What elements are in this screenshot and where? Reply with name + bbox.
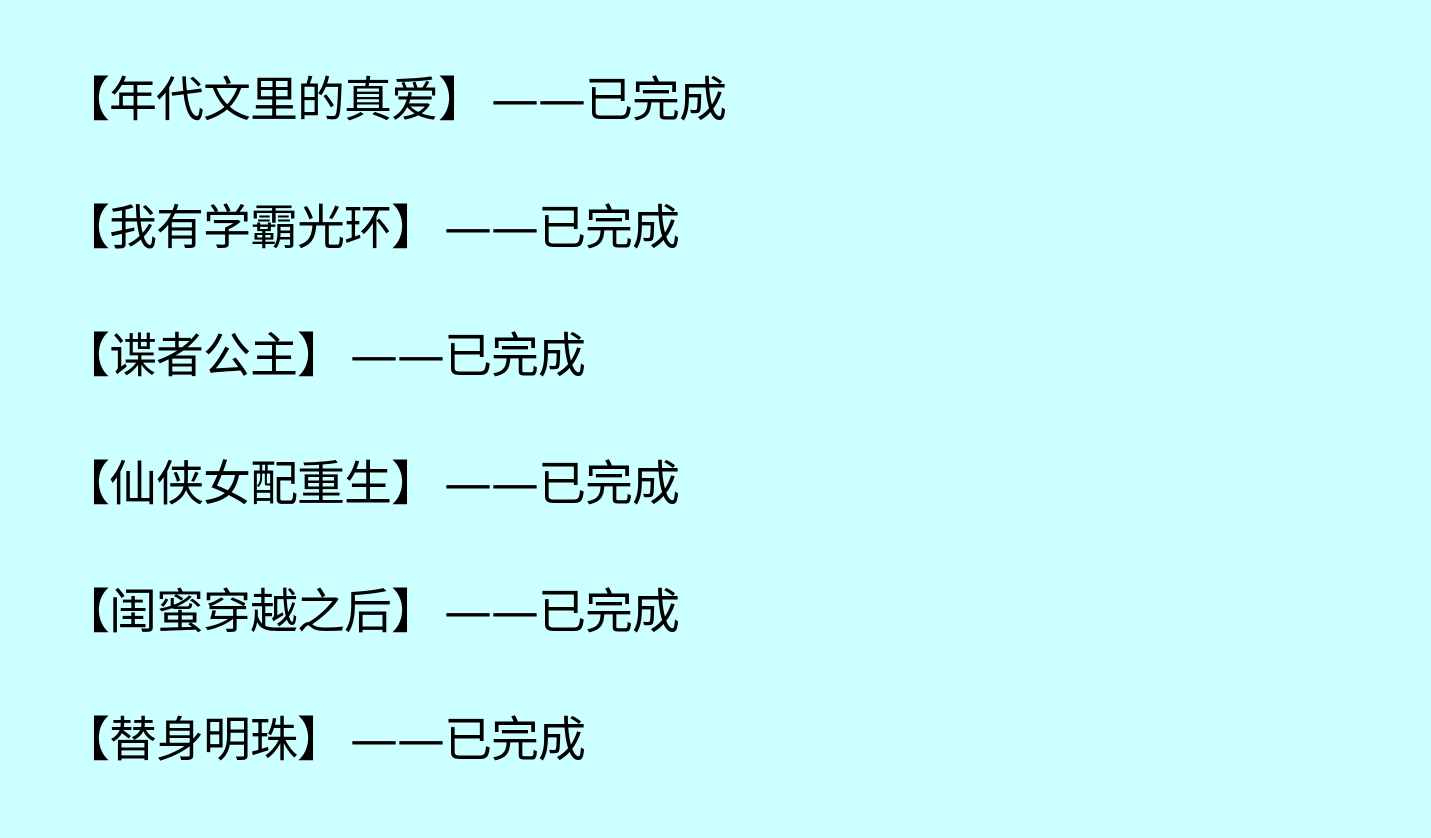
status-text: 已完成 <box>538 456 680 512</box>
list-item: 【我有学霸光环】——已完成 <box>62 198 726 326</box>
list-item: 【谍者公主】——已完成 <box>62 326 726 454</box>
book-title: 年代文里的真爱 <box>109 72 439 128</box>
open-bracket: 【 <box>62 328 110 384</box>
book-status-list: 【年代文里的真爱】——已完成 【我有学霸光环】——已完成 【谍者公主】——已完成… <box>62 70 727 838</box>
close-bracket: 】 <box>391 584 439 640</box>
book-title: 谍者公主 <box>109 328 298 384</box>
open-bracket: 【 <box>62 456 110 512</box>
open-bracket: 【 <box>62 72 110 128</box>
separator: —— <box>350 712 445 768</box>
open-bracket: 【 <box>62 712 110 768</box>
list-item: 【仙侠女配重生】——已完成 <box>62 454 726 582</box>
separator: —— <box>444 584 539 640</box>
status-text: 已完成 <box>538 584 680 640</box>
book-title: 仙侠女配重生 <box>109 456 392 512</box>
book-title: 替身明珠 <box>109 712 298 768</box>
close-bracket: 】 <box>391 200 439 256</box>
book-title: 我有学霸光环 <box>109 200 392 256</box>
status-text: 已完成 <box>444 712 586 768</box>
separator: —— <box>444 200 539 256</box>
list-item: 【年代文里的真爱】——已完成 <box>62 70 727 198</box>
list-item: 【闺蜜穿越之后】——已完成 <box>62 582 726 710</box>
close-bracket: 】 <box>391 456 439 512</box>
open-bracket: 【 <box>62 584 110 640</box>
close-bracket: 】 <box>438 72 486 128</box>
close-bracket: 】 <box>297 712 345 768</box>
list-item: 【替身明珠】——已完成 <box>62 710 726 838</box>
status-text: 已完成 <box>585 72 727 128</box>
close-bracket: 】 <box>297 328 345 384</box>
separator: —— <box>491 72 586 128</box>
status-text: 已完成 <box>538 200 680 256</box>
separator: —— <box>444 456 539 512</box>
separator: —— <box>350 328 445 384</box>
book-title: 闺蜜穿越之后 <box>109 584 392 640</box>
status-text: 已完成 <box>444 328 586 384</box>
open-bracket: 【 <box>62 200 110 256</box>
